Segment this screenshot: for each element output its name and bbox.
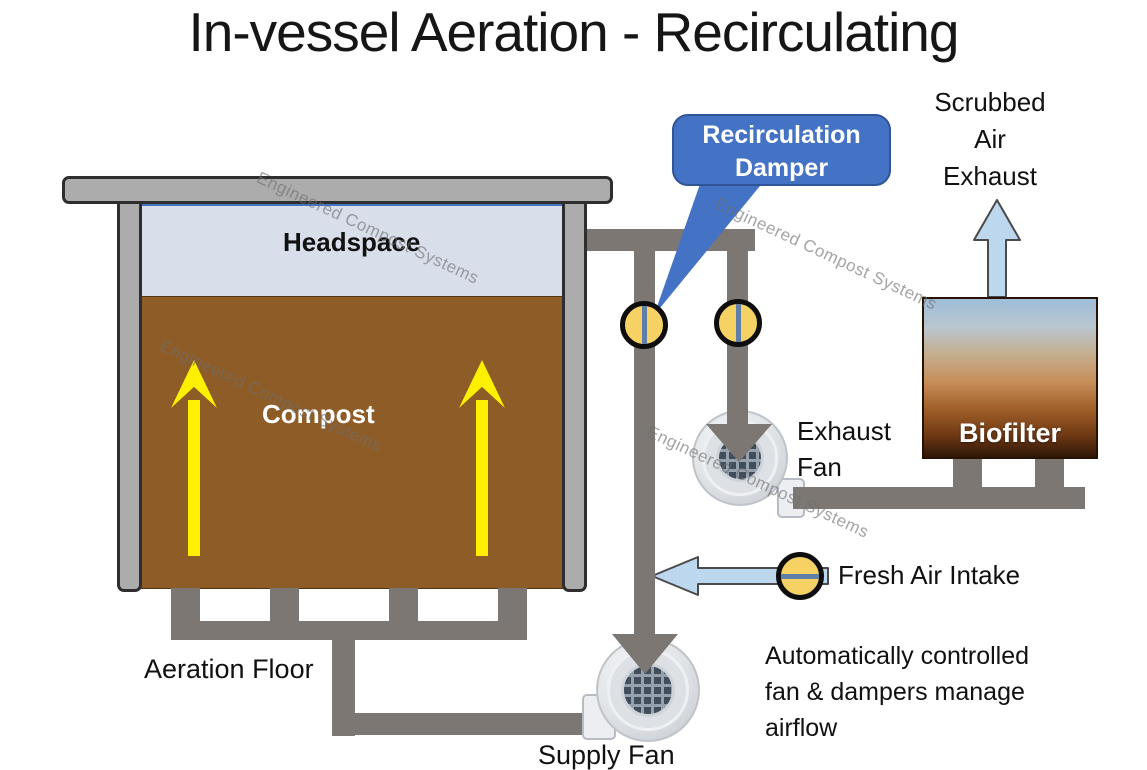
- biofilter-leg: [953, 457, 982, 509]
- scrubbed-air-line2: Air: [974, 124, 1006, 154]
- supply-fan-label: Supply Fan: [538, 740, 675, 770]
- note-line3: airflow: [765, 714, 838, 742]
- biofilter-label: Biofilter: [958, 418, 1061, 448]
- recirculation-damper-right-icon: [714, 299, 762, 347]
- biofilter-box: Biofilter: [922, 297, 1098, 459]
- headspace-duct: [562, 229, 755, 251]
- callout-line2: Damper: [734, 154, 829, 182]
- supply-duct-bottom: [332, 713, 594, 735]
- supply-flow-arrowhead: [612, 634, 678, 674]
- headspace-region: [140, 204, 564, 298]
- exhaust-fan-label-line1: Exhaust: [797, 416, 891, 446]
- exhaust-outlet-duct: [793, 487, 1085, 509]
- vessel-lid: [62, 176, 613, 204]
- fresh-air-arrow-icon: [651, 556, 829, 596]
- recirculation-damper-left-icon: [620, 301, 668, 349]
- upflow-arrow-icon: [459, 360, 505, 556]
- supply-duct-drop: [332, 638, 355, 736]
- upflow-shaft: [188, 400, 200, 556]
- automation-note: Automatically controlled fan & dampers m…: [765, 638, 1029, 746]
- scrubbed-air-line3: Exhaust: [943, 161, 1037, 191]
- exhaust-fan-label: Exhaust Fan: [797, 413, 891, 485]
- exhaust-flow-arrowhead: [706, 424, 772, 462]
- floor-leg: [270, 588, 299, 623]
- biofilter-leg: [1035, 457, 1064, 509]
- vessel-wall-right: [562, 199, 587, 592]
- scrubbed-air-label: Scrubbed Air Exhaust: [925, 84, 1055, 195]
- aeration-floor-label: Aeration Floor: [144, 654, 314, 684]
- upflow-arrow-icon: [171, 360, 217, 556]
- floor-leg: [498, 588, 527, 623]
- floor-leg: [171, 588, 200, 623]
- page-title: In-vessel Aeration - Recirculating: [188, 1, 960, 63]
- exhaust-fan-label-line2: Fan: [797, 452, 842, 482]
- fresh-air-label: Fresh Air Intake: [838, 560, 1021, 590]
- note-line1: Automatically controlled: [765, 642, 1030, 670]
- compost-region: [140, 296, 564, 589]
- fresh-air-damper-icon: [776, 552, 824, 600]
- upflow-shaft: [476, 400, 488, 556]
- recirculation-damper-callout: Recirculation Damper: [672, 114, 891, 186]
- note-line2: fan & dampers manage: [765, 678, 1025, 706]
- scrubbed-air-line1: Scrubbed: [934, 87, 1046, 117]
- floor-manifold: [171, 621, 527, 640]
- compost-label: Compost: [262, 399, 375, 429]
- callout-line1: Recirculation: [702, 121, 861, 149]
- vessel-wall-left: [117, 199, 142, 592]
- headspace-label: Headspace: [283, 227, 421, 257]
- floor-leg: [389, 588, 418, 623]
- scrubbed-air-arrow-icon: [973, 199, 1021, 298]
